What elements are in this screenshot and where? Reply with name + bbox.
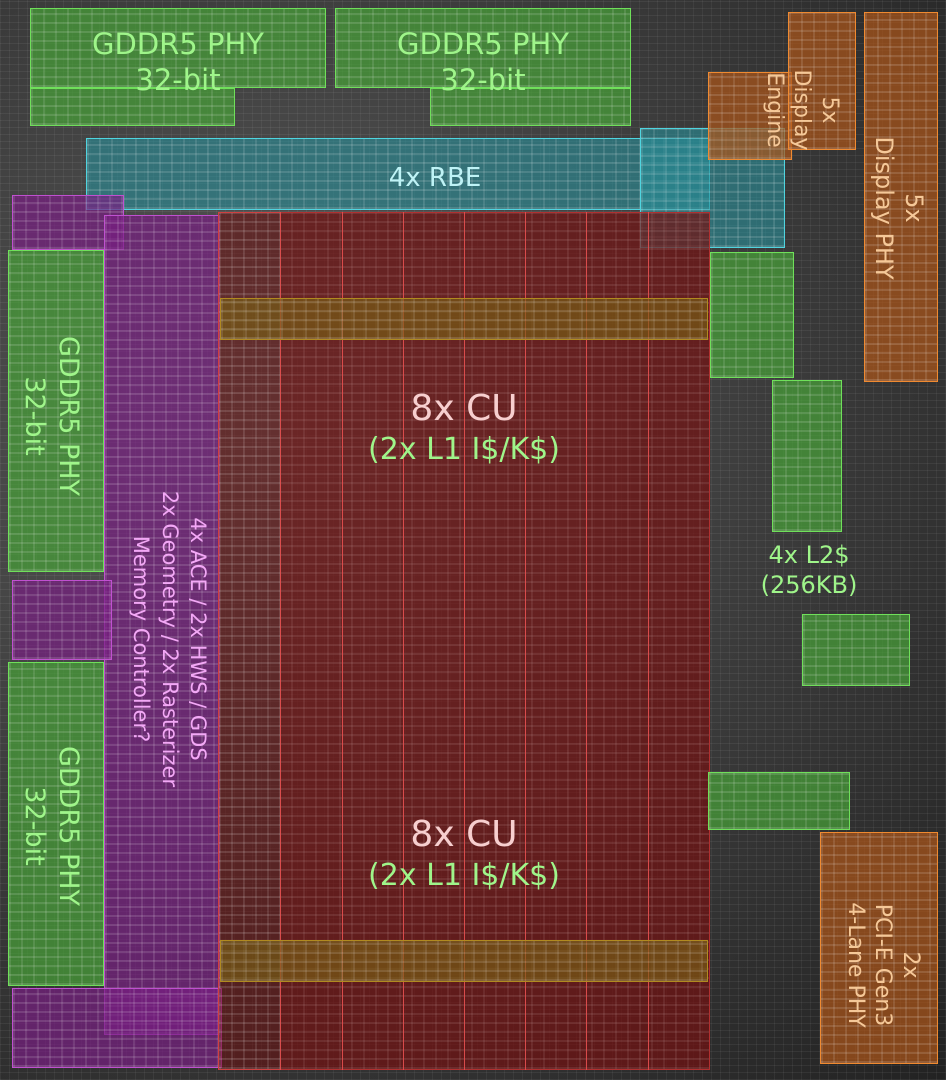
pcie-phy-label: 2xPCI-E Gen34-Lane PHY <box>834 865 924 1065</box>
l2-slice-4 <box>708 772 850 830</box>
l2-slice-2 <box>772 380 842 532</box>
gddr5-phy-left-upper-label: GDDR5 PHY32-bit <box>25 306 85 526</box>
gddr5-phy-top-left-label: GDDR5 PHY32-bit <box>30 26 326 99</box>
cu-bottom-label: 8x CU (2x L1 I$/K$) <box>314 812 614 895</box>
rbe-label: 4x RBE <box>330 162 540 195</box>
frontend-block-mid <box>12 580 112 660</box>
frontend-block-bottom <box>12 988 222 1068</box>
display-engine-label: 5xDisplayEngine <box>783 35 843 185</box>
l2-slice-3 <box>802 614 910 686</box>
gddr5-phy-left-lower-label: GDDR5 PHY32-bit <box>25 716 85 936</box>
frontend-label: 4x ACE / 2x HWS / GDS2x Geometry / 2x Ra… <box>118 439 212 839</box>
gddr5-phy-top-right-label: GDDR5 PHY32-bit <box>335 26 631 99</box>
cu-top-label: 8x CU (2x L1 I$/K$) <box>314 386 614 469</box>
display-phy-label: 5xDisplay PHY <box>873 113 929 303</box>
cu-shared-strip-bottom <box>220 940 708 982</box>
cu-shared-strip-top <box>220 298 708 340</box>
l2-label: 4x L2$(256KB) <box>724 540 894 600</box>
l2-slice-1 <box>710 252 794 378</box>
